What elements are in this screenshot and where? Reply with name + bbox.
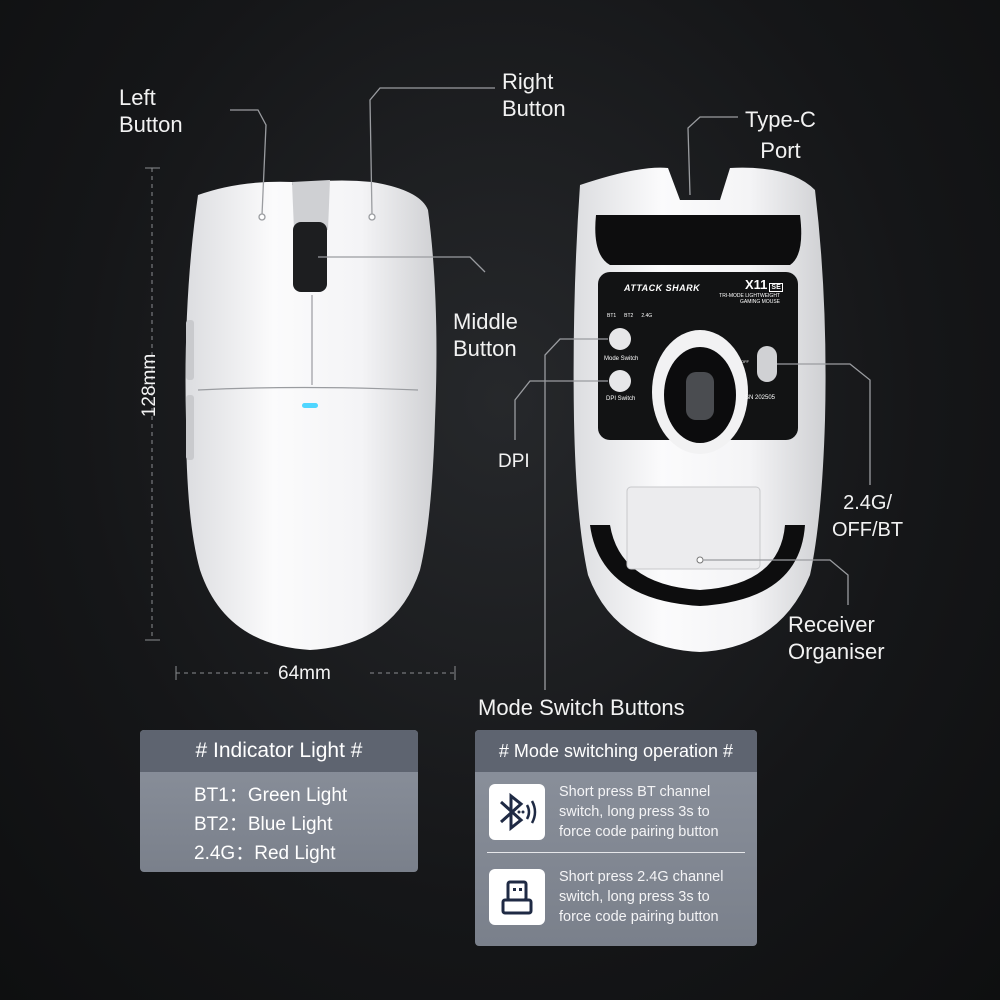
mode-switch-buttons-label: Mode Switch Buttons [478,695,685,720]
mode-panel-title: # Mode switching operation # [475,730,757,772]
label-line: Middle [453,309,518,334]
subtitle-line: GAMING MOUSE [739,299,780,305]
indicator-color: Red Light [254,843,336,864]
label-line: Port [760,138,801,163]
mouse-bottom-view [573,167,826,652]
brand-logo: ATTACK SHARK [624,283,701,293]
length-dimension: 128mm [139,353,161,418]
label-line: Button [502,96,566,121]
indicator-light-panel: # Indicator Light # BT1：Green Light BT2：… [140,730,418,872]
led-labels: BT1 BT2 2.4G [607,313,652,319]
led-label: 2.4G [641,313,653,319]
type-c-port-label: Type-C Port [745,104,816,166]
text-line: switch, long press 3s to [559,804,710,820]
model-text: X11 [745,277,768,292]
dpi-switch-label: DPI Switch [606,396,636,402]
text-line: Short press BT channel [559,784,711,800]
text-line: force code pairing button [559,909,719,925]
mode-switch-label: Mode Switch [604,356,639,362]
width-dimension: 64mm [278,663,331,684]
label-line: Right [502,69,554,94]
usb-receiver-icon [489,869,545,925]
indicator-mode: BT1 [194,785,229,806]
mode-item-bt: Short press BT channel switch, long press… [475,772,757,852]
indicator-panel-title: # Indicator Light # [140,730,418,772]
led-label: BT2 [624,313,634,319]
indicator-mode: BT2 [194,814,229,835]
subtitle-line: TRI-MODE LIGHTWEIGHT [719,293,780,299]
text-line: switch, long press 3s to [559,889,710,905]
serial-number: SN 202505 [745,395,776,401]
indicator-mode: 2.4G [194,843,236,864]
indicator-item: 2.4G：Red Light [194,843,336,864]
mode-switching-panel: # Mode switching operation # Short press… [475,730,757,946]
label-line: Type-C [745,107,816,132]
text-line: Short press 2.4G channel [559,869,724,885]
label-line: Button [119,112,183,137]
indicator-list: BT1：Green Light BT2：Blue Light 2.4G：Red … [140,772,418,868]
indicator-item: BT2：Blue Light [194,814,333,835]
mode-item-24g: Short press 2.4G channel switch, long pre… [475,853,757,941]
led-label: BT1 [607,313,617,319]
model-badge: SE [769,283,783,292]
label-line: Receiver [788,612,875,637]
divider [487,852,745,853]
mode-item-text: Short press 2.4G channel switch, long pre… [559,867,723,927]
label-line: Left [119,85,156,110]
label-line: Organiser [788,639,885,664]
mode-item-text: Short press BT channel switch, long press… [559,782,719,842]
mode-toggle-label: 2.4G/OFF/BT [832,490,903,544]
off-label: OFF [741,359,749,364]
bluetooth-icon [489,784,545,840]
indicator-led [302,403,318,408]
indicator-color: Green Light [247,785,348,806]
leader-lines [230,87,871,690]
label-line: OFF/BT [832,519,904,541]
dpi-label: DPI [498,451,530,472]
mouse-top-view [185,180,437,650]
label-line: Button [453,336,517,361]
indicator-item: BT1：Green Light [194,785,348,806]
text-line: force code pairing button [559,824,719,840]
dimension-lines [145,167,456,680]
indicator-color: Blue Light [247,814,333,835]
label-line: 2.4G/ [843,492,893,514]
